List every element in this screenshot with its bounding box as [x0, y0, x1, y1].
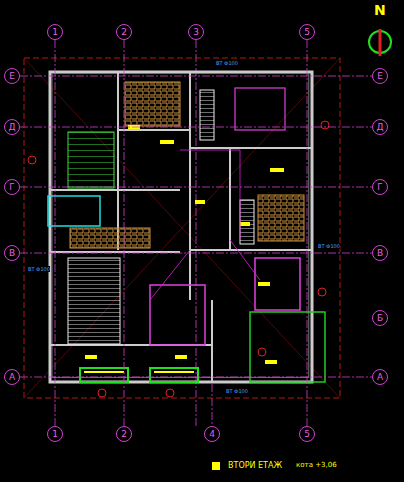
grid-bubble: Е	[372, 68, 388, 84]
grid-label: Г	[377, 182, 383, 192]
grid-label: 2	[121, 27, 127, 37]
grid-bubble: 1	[47, 426, 63, 442]
north-mark: N	[374, 2, 386, 18]
grid-line	[124, 40, 125, 426]
grid-bubble: 3	[188, 24, 204, 40]
grid-line	[307, 40, 308, 426]
grid-bubble: В	[4, 245, 20, 261]
grid-label: В	[377, 248, 383, 258]
grid-label: Б	[377, 313, 383, 323]
grid-bubble: 4	[204, 426, 220, 442]
grid-bubble: Б	[372, 310, 388, 326]
grid-bubble: Д	[4, 119, 20, 135]
grid-bubble: 1	[47, 24, 63, 40]
grid-label: Е	[9, 71, 15, 81]
grid-label: 1	[52, 429, 58, 439]
riser-note: ВТ Ф100	[216, 60, 238, 66]
grid-line	[20, 76, 372, 77]
riser-note: ВТ Ф100	[28, 266, 50, 272]
grid-bubble: Г	[4, 179, 20, 195]
grid-bubble: 5	[299, 426, 315, 442]
grid-bubble: В	[372, 245, 388, 261]
grid-label: 2	[121, 429, 127, 439]
grid-bubble: Е	[4, 68, 20, 84]
level-note: кота +3,06	[296, 461, 337, 469]
plan-title: ВТОРИ ЕТАЖ	[228, 461, 282, 470]
grid-line	[20, 377, 372, 378]
grid-label: В	[9, 248, 15, 258]
grid-label: А	[9, 372, 15, 382]
grid-line	[20, 187, 372, 188]
grid-bubble: А	[4, 369, 20, 385]
grid-bubble: 5	[299, 24, 315, 40]
grid-bubble: Д	[372, 119, 388, 135]
grid-label: Д	[8, 122, 15, 132]
grid-label: Е	[377, 71, 383, 81]
grid-bubble: 2	[116, 426, 132, 442]
grid-label: Д	[376, 122, 383, 132]
grid-line	[20, 127, 372, 128]
grid-bubble: Г	[372, 179, 388, 195]
grid-label: 5	[304, 27, 310, 37]
grid-label: А	[377, 372, 383, 382]
grid-label: 3	[193, 27, 199, 37]
grid-label: 1	[52, 27, 58, 37]
grid-label: 5	[304, 429, 310, 439]
grid-line	[20, 253, 372, 254]
grid-line	[55, 40, 56, 426]
grid-bubble: А	[372, 369, 388, 385]
grid-label: 4	[209, 429, 215, 439]
grid-bubble: 2	[116, 24, 132, 40]
riser-note: ВТ Ф100	[318, 243, 340, 249]
riser-note: ВТ Ф100	[226, 388, 248, 394]
grid-label: Г	[9, 182, 15, 192]
